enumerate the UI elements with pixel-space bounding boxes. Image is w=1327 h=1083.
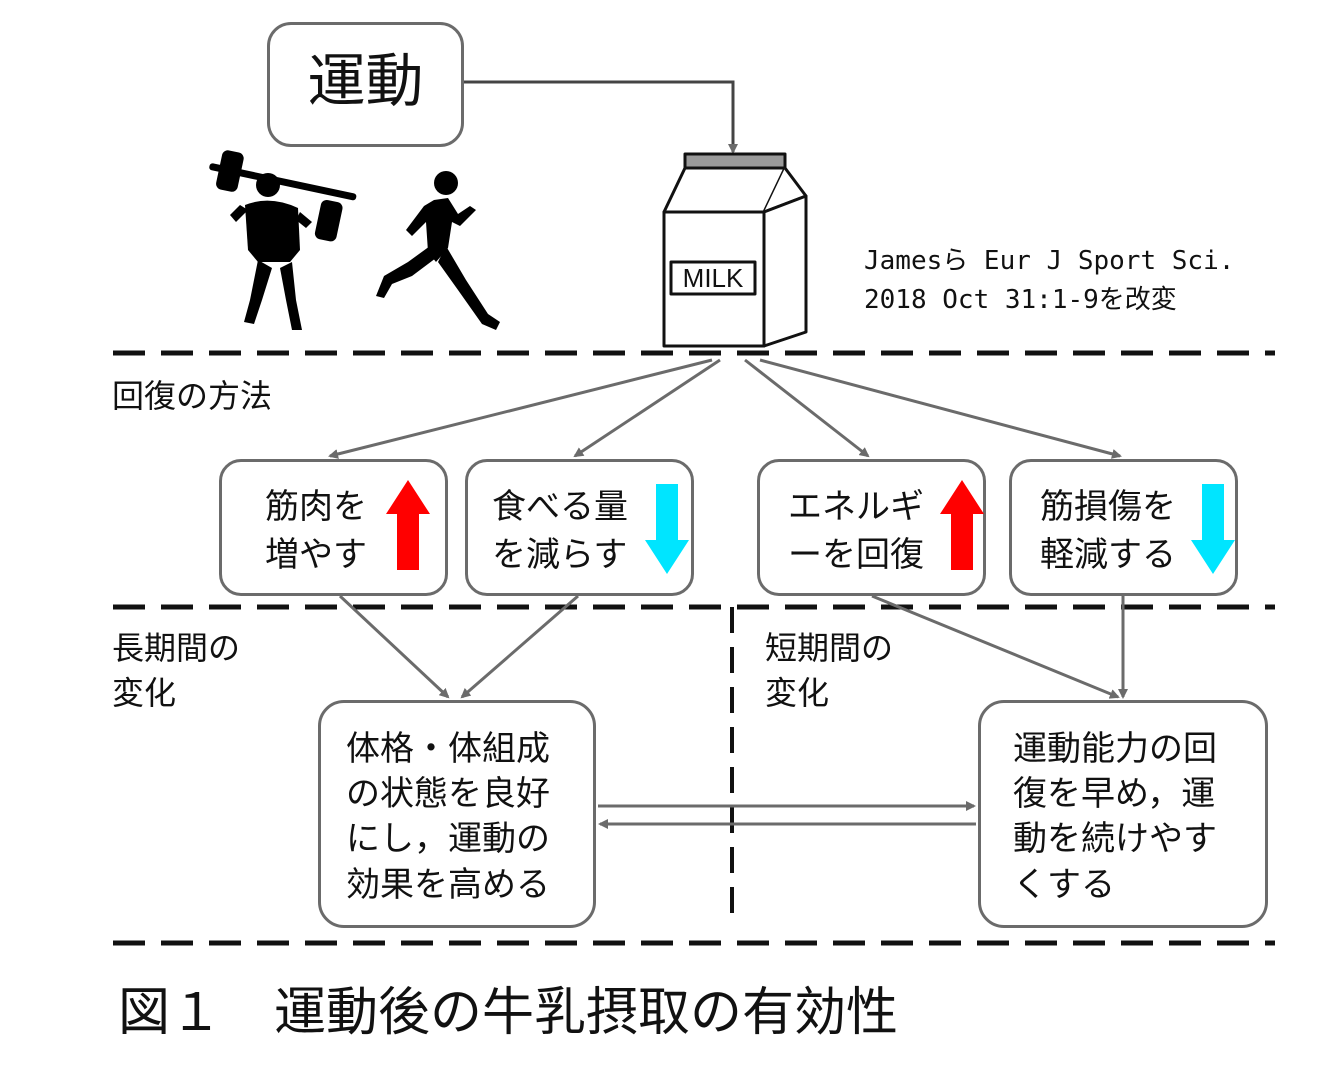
method-box-food: 食べる量 を減らす <box>465 459 694 596</box>
exercise-label: 運動 <box>307 47 424 115</box>
up-arrow-icon <box>940 480 984 570</box>
exercise-box: 運動 <box>267 22 464 147</box>
milk-to-method-1-arrow <box>328 358 713 459</box>
long-term-effect-text: 体格・体組成 の状態を良好 にし，運動の 効果を高める <box>346 729 550 905</box>
milk-to-method-2-arrow <box>573 358 721 458</box>
milk-to-method-3-arrow <box>744 358 870 458</box>
recovery-methods-label: 回復の方法 <box>112 377 273 415</box>
short-term-label: 短期間の 変化 <box>765 629 894 712</box>
milk-carton-icon <box>662 152 808 348</box>
exercise-to-milk-arrow <box>463 80 738 154</box>
method-label: エネルギ ーを回復 <box>788 487 924 575</box>
method-2-to-long-arrow <box>460 594 579 699</box>
citation-text: Jamesら Eur J Sport Sci. 2018 Oct 31:1-9を… <box>864 246 1235 315</box>
short-term-effect-text: 運動能力の回 復を早め，運 動を続けやす くする <box>1013 729 1217 905</box>
short-term-effect-box: 運動能力の回 復を早め，運 動を続けやす くする <box>978 700 1268 928</box>
down-arrow-icon <box>1191 484 1235 574</box>
method-box-energy: エネルギ ーを回復 <box>757 459 986 596</box>
down-arrow-icon <box>645 484 689 574</box>
method-label: 筋肉を 増やす <box>265 487 367 575</box>
runner-icon <box>376 171 500 330</box>
figure-caption: 図１ 運動後の牛乳摂取の有効性 <box>118 983 899 1043</box>
up-arrow-icon <box>386 480 430 570</box>
milk-label: MILK <box>683 263 744 293</box>
method-label: 筋損傷を 軽減する <box>1040 487 1176 575</box>
method-label: 食べる量 を減らす <box>492 487 628 575</box>
weightlifter-icon <box>209 150 357 330</box>
long-term-effect-box: 体格・体組成 の状態を良好 にし，運動の 効果を高める <box>318 700 596 928</box>
method-box-muscle: 筋肉を 増やす <box>219 459 448 596</box>
method-1-to-long-arrow <box>338 594 450 699</box>
method-box-damage: 筋損傷を 軽減する <box>1009 459 1238 596</box>
milk-to-method-4-arrow <box>759 358 1122 459</box>
long-term-label: 長期間の 変化 <box>112 629 241 712</box>
method-3-to-short-arrow <box>871 594 1120 699</box>
